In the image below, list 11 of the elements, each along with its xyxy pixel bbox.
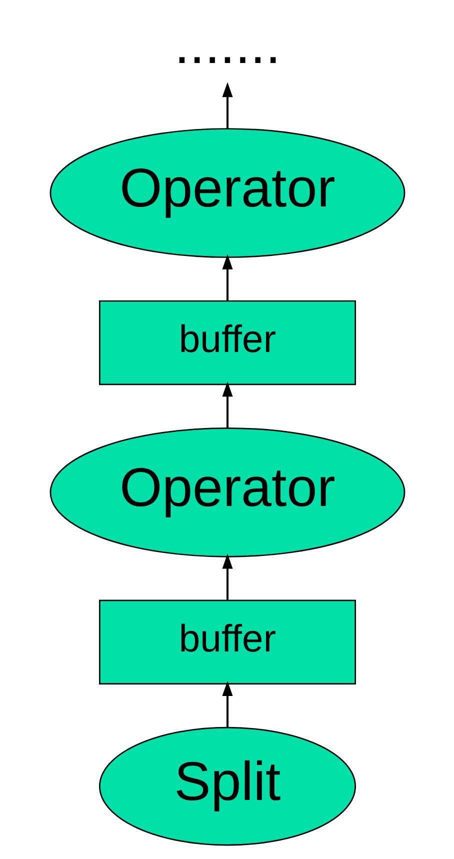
node-ellipse: Operator <box>49 128 405 258</box>
node-ellipse: Operator <box>49 427 405 558</box>
node-ellipse: Split <box>98 726 356 846</box>
arrow <box>222 82 232 129</box>
arrow <box>222 680 232 728</box>
arrow <box>222 554 232 600</box>
node-text: ....... <box>174 13 280 76</box>
arrow <box>222 254 232 301</box>
node-box: buffer <box>98 600 356 684</box>
node-box: buffer <box>98 300 356 386</box>
arrow <box>222 382 232 428</box>
